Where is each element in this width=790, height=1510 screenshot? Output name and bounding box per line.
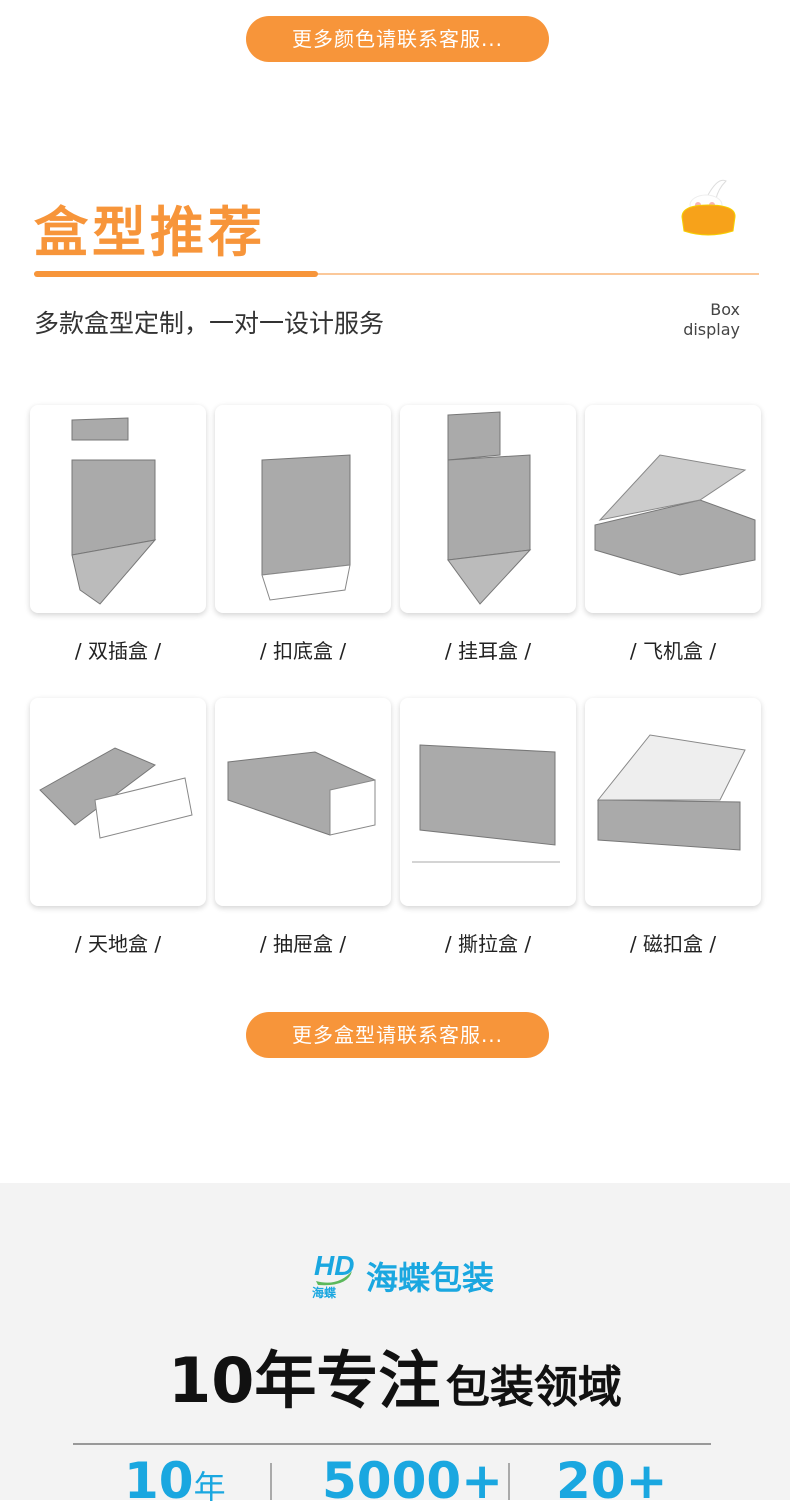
box-illustration-icon — [261, 454, 351, 601]
divider — [34, 273, 759, 275]
box-card-lid-base[interactable] — [30, 698, 206, 906]
box-label-tear-strip[interactable]: / 撕拉盒 / — [444, 932, 532, 956]
box-label-snap-bottom[interactable]: / 扣底盒 / — [259, 639, 347, 663]
brand-name: 海蝶包装 — [366, 1259, 495, 1297]
stat-years: 10年 — [124, 1452, 226, 1510]
box-label-mailer[interactable]: / 飞机盒 / — [629, 639, 717, 663]
box-label-magnetic[interactable]: / 磁扣盒 / — [629, 932, 717, 956]
divider-accent — [34, 271, 318, 277]
box-illustration-icon — [39, 747, 193, 839]
box-label-drawer[interactable]: / 抽屉盒 / — [259, 932, 347, 956]
box-card-snap-bottom[interactable] — [215, 405, 391, 613]
box-card-magnetic[interactable] — [585, 698, 761, 906]
stat-separator — [508, 1463, 510, 1500]
box-illustration-icon — [71, 417, 157, 605]
box-label-double-tuck[interactable]: / 双插盒 / — [74, 639, 162, 663]
svg-text:海蝶: 海蝶 — [312, 1285, 337, 1300]
headline: 10年专注 包装领域 — [168, 1344, 622, 1417]
box-illustration-icon — [596, 734, 746, 851]
box-label-lid-base[interactable]: / 天地盒 / — [74, 932, 162, 956]
box-card-hanger[interactable] — [400, 405, 576, 613]
box-illustration-icon — [412, 744, 560, 863]
box-card-mailer[interactable] — [585, 405, 761, 613]
divider — [73, 1443, 711, 1445]
company-band — [0, 1183, 790, 1500]
box-label-hanger[interactable]: / 挂耳盒 / — [444, 639, 532, 663]
stat-count: 20+ — [556, 1452, 668, 1510]
box-illustration-icon — [594, 454, 756, 576]
brand-logo-icon: HD 海蝶 — [312, 1250, 354, 1300]
box-card-double-tuck[interactable] — [30, 405, 206, 613]
mooncake-mascot-icon — [681, 179, 736, 236]
stat-clients: 5000+ — [322, 1452, 504, 1510]
section-subtitle: 多款盒型定制，一对一设计服务 — [34, 309, 385, 338]
box-illustration-icon — [227, 751, 376, 836]
box-card-drawer[interactable] — [215, 698, 391, 906]
more-colors-button[interactable]: 更多颜色请联系客服... — [246, 16, 549, 62]
box-card-tear-strip[interactable] — [400, 698, 576, 906]
stat-separator — [270, 1463, 272, 1500]
more-box-types-button[interactable]: 更多盒型请联系客服... — [246, 1012, 549, 1058]
box-illustration-icon — [447, 411, 532, 605]
section-title: 盒型推荐 — [34, 201, 266, 264]
